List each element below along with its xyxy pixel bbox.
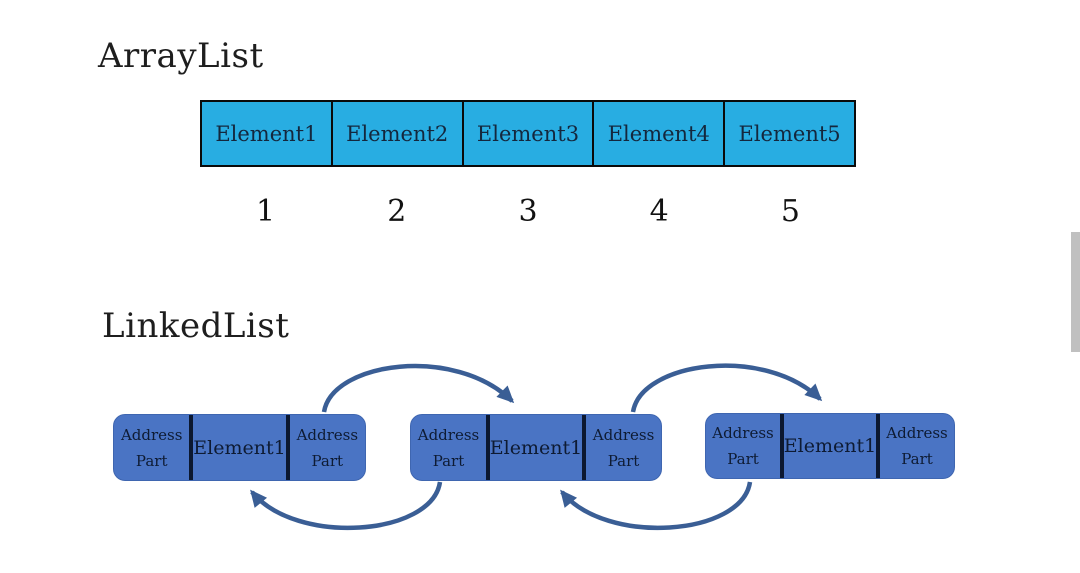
part-label: Part	[901, 450, 933, 468]
array-index-label: 1	[256, 193, 276, 229]
linked-list-node: Address Part Element1 Address Part	[410, 414, 662, 481]
array-cell: Element1	[202, 102, 331, 165]
address-label: Address	[296, 425, 359, 444]
node-divider	[876, 414, 881, 478]
part-label: Part	[432, 451, 465, 470]
node-address-part-left: Address Part	[411, 415, 486, 480]
node-address-part-left: Address Part	[114, 415, 189, 480]
part-label: Part	[135, 451, 168, 470]
address-label: Address	[592, 425, 655, 444]
node-element: Element1	[193, 436, 286, 459]
prev-pointer-arrow-icon	[250, 481, 443, 531]
scrollbar-thumb[interactable]	[1071, 232, 1080, 352]
address-label: Address	[417, 425, 480, 444]
node-address-part-right: Address Part	[290, 415, 365, 480]
node-address-part-left: Address Part	[706, 414, 780, 478]
array-cell: Element3	[461, 102, 593, 165]
address-label: Address	[886, 424, 948, 442]
prev-pointer-arrow-icon	[560, 481, 753, 531]
linkedlist-title: LinkedList	[102, 306, 290, 346]
arraylist-title: ArrayList	[98, 36, 264, 76]
node-address-part-right: Address Part	[586, 415, 661, 480]
array-index-label: 4	[649, 193, 669, 229]
node-divider	[780, 414, 784, 478]
next-pointer-arrow-icon	[630, 363, 823, 413]
array-cell: Element5	[723, 102, 854, 165]
node-divider	[582, 415, 587, 480]
node-element: Element1	[783, 435, 877, 457]
array-cell: Element2	[330, 102, 462, 165]
array-cell: Element4	[592, 102, 724, 165]
arraylist-table: Element1 Element2 Element3 Element4 Elem…	[200, 100, 856, 167]
node-divider	[285, 415, 290, 480]
part-label: Part	[311, 451, 344, 470]
part-label: Part	[607, 451, 640, 470]
address-label: Address	[712, 424, 774, 442]
node-divider	[485, 415, 490, 480]
next-pointer-arrow-icon	[321, 363, 515, 413]
array-index-label: 2	[387, 193, 407, 229]
array-index-label: 5	[780, 193, 800, 229]
node-divider	[189, 415, 194, 480]
linked-list-node: Address Part Element1 Address Part	[705, 413, 955, 479]
address-label: Address	[120, 425, 183, 444]
node-address-part-right: Address Part	[880, 414, 954, 478]
array-index-label: 3	[518, 193, 538, 229]
array-index-row: 1 2 3 4 5	[200, 190, 856, 232]
part-label: Part	[727, 450, 759, 468]
linked-list-node: Address Part Element1 Address Part	[113, 414, 366, 481]
node-element: Element1	[489, 436, 583, 459]
